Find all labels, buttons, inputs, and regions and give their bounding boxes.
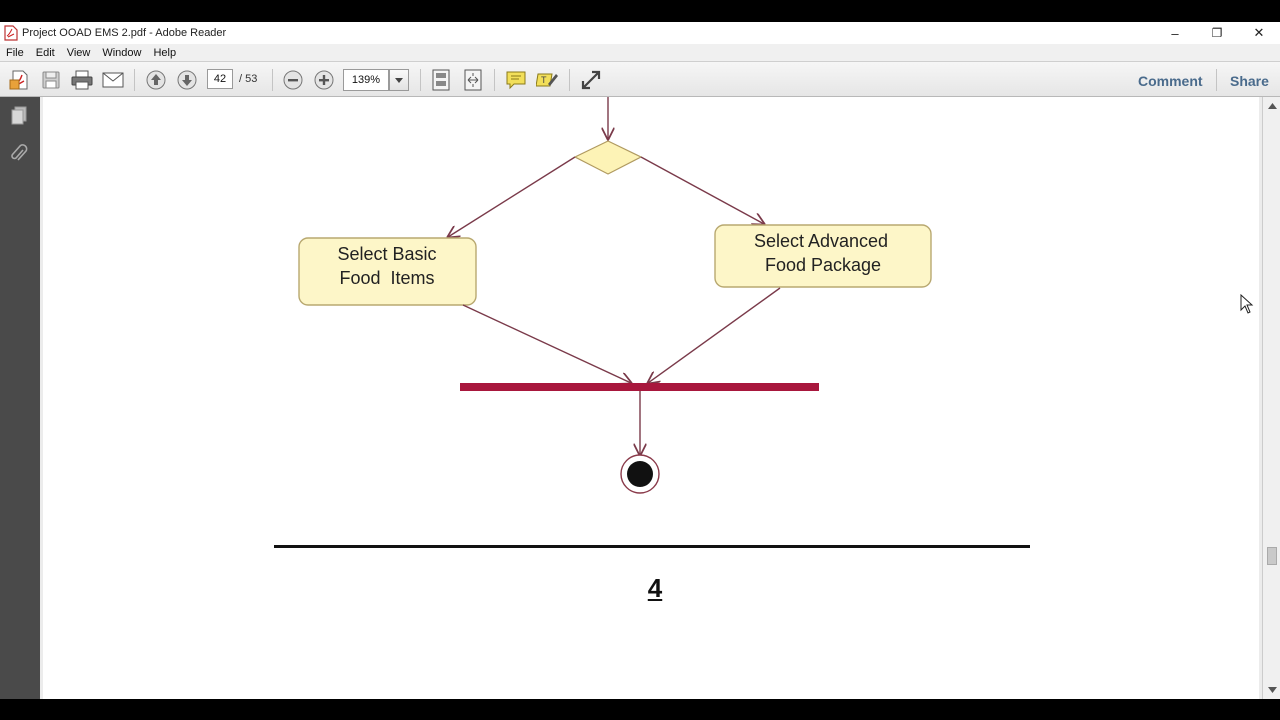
svg-text:T: T xyxy=(541,75,547,85)
save-icon xyxy=(42,71,60,89)
activity-advanced-line-2: Food Package xyxy=(765,255,881,275)
page-total-label: / 53 xyxy=(239,73,258,85)
sticky-note-button[interactable] xyxy=(504,68,528,92)
scroll-up-button[interactable] xyxy=(1266,99,1278,113)
toolbar-separator xyxy=(569,69,570,91)
activity-select-basic-food-items xyxy=(298,237,477,306)
menu-window[interactable]: Window xyxy=(102,46,142,59)
activity-advanced-line-1: Select Advanced xyxy=(754,231,888,251)
zoom-dropdown-button[interactable] xyxy=(389,69,409,91)
print-button[interactable] xyxy=(70,68,94,92)
fit-width-icon xyxy=(464,69,482,91)
zoom-level-input[interactable]: 139% xyxy=(343,69,389,91)
menu-help[interactable]: Help xyxy=(153,46,177,59)
decision-node xyxy=(573,140,643,175)
page-footer-rule xyxy=(274,545,1030,548)
create-pdf-button[interactable] xyxy=(8,68,32,92)
pages-panel-button[interactable] xyxy=(8,105,30,127)
share-link[interactable]: Share xyxy=(1230,73,1269,89)
bottom-letterbox xyxy=(0,699,1280,720)
document-view: Select Basic Food Items Select Advanced … xyxy=(40,97,1262,699)
paperclip-icon xyxy=(11,144,28,161)
highlight-icon: T xyxy=(536,73,558,87)
chevron-down-icon xyxy=(1267,687,1277,693)
toolbar-separator xyxy=(134,69,135,91)
toolbar: 42 / 53 139% xyxy=(0,61,1280,97)
activity-basic-line-2: Food Items xyxy=(339,268,434,288)
flow-advanced-to-join-arrow xyxy=(648,287,781,383)
pdf-file-icon xyxy=(4,25,18,41)
fit-width-button[interactable] xyxy=(461,68,485,92)
navigation-pane xyxy=(0,97,40,699)
toolbar-separator xyxy=(420,69,421,91)
zoom-in-button[interactable] xyxy=(312,68,336,92)
title-bar: Project OOAD EMS 2.pdf - Adobe Reader – … xyxy=(0,22,1280,44)
menu-view[interactable]: View xyxy=(66,46,91,59)
email-icon xyxy=(102,72,124,88)
close-button[interactable]: ✕ xyxy=(1253,25,1265,40)
flow-to-advanced-arrow xyxy=(640,156,764,224)
vertical-scrollbar[interactable] xyxy=(1262,97,1280,699)
zoom-in-icon xyxy=(314,70,334,90)
minimize-button[interactable]: – xyxy=(1171,25,1179,41)
flow-to-basic-arrow xyxy=(448,156,576,237)
page-number: 4 xyxy=(647,573,663,603)
next-page-button[interactable] xyxy=(175,68,199,92)
mouse-cursor-icon xyxy=(1240,294,1254,314)
toolbar-separator xyxy=(272,69,273,91)
restore-button[interactable]: ❐ xyxy=(1211,26,1223,40)
email-button[interactable] xyxy=(101,68,125,92)
zoom-out-button[interactable] xyxy=(281,68,305,92)
fit-page-icon xyxy=(432,69,450,91)
zoom-out-icon xyxy=(283,70,303,90)
sticky-note-icon xyxy=(506,71,526,90)
activity-diagram: Select Basic Food Items Select Advanced … xyxy=(274,97,1030,548)
print-icon xyxy=(71,70,93,90)
top-letterbox xyxy=(0,0,1280,22)
pdf-page: Select Basic Food Items Select Advanced … xyxy=(43,97,1259,699)
arrow-down-icon xyxy=(177,70,197,90)
attachments-panel-button[interactable] xyxy=(8,143,30,165)
menu-edit[interactable]: Edit xyxy=(35,46,55,59)
join-bar xyxy=(460,383,819,391)
final-node xyxy=(627,461,653,487)
scrollbar-thumb[interactable] xyxy=(1267,547,1277,565)
chevron-down-icon xyxy=(395,77,403,83)
activity-select-advanced-food-package xyxy=(714,224,932,288)
toolbar-separator xyxy=(494,69,495,91)
expand-icon xyxy=(581,70,601,90)
flow-basic-to-join-arrow xyxy=(462,304,631,383)
fit-page-button[interactable] xyxy=(429,68,453,92)
window-title: Project OOAD EMS 2.pdf - Adobe Reader xyxy=(22,27,227,39)
previous-page-button[interactable] xyxy=(144,68,168,92)
page-number-input[interactable]: 42 xyxy=(207,69,233,89)
activity-basic-line-1: Select Basic xyxy=(337,244,436,264)
arrow-up-icon xyxy=(146,70,166,90)
save-button[interactable] xyxy=(39,68,63,92)
menu-bar: File Edit View Window Help xyxy=(0,44,1280,61)
menu-file[interactable]: File xyxy=(6,46,24,59)
toolbar-separator xyxy=(1216,69,1217,91)
pages-icon xyxy=(11,106,27,125)
expand-button[interactable] xyxy=(579,68,603,92)
highlight-button[interactable]: T xyxy=(535,68,559,92)
scroll-down-button[interactable] xyxy=(1266,683,1278,697)
chevron-up-icon xyxy=(1267,103,1277,109)
create-pdf-icon xyxy=(9,70,28,90)
comment-link[interactable]: Comment xyxy=(1138,73,1203,89)
